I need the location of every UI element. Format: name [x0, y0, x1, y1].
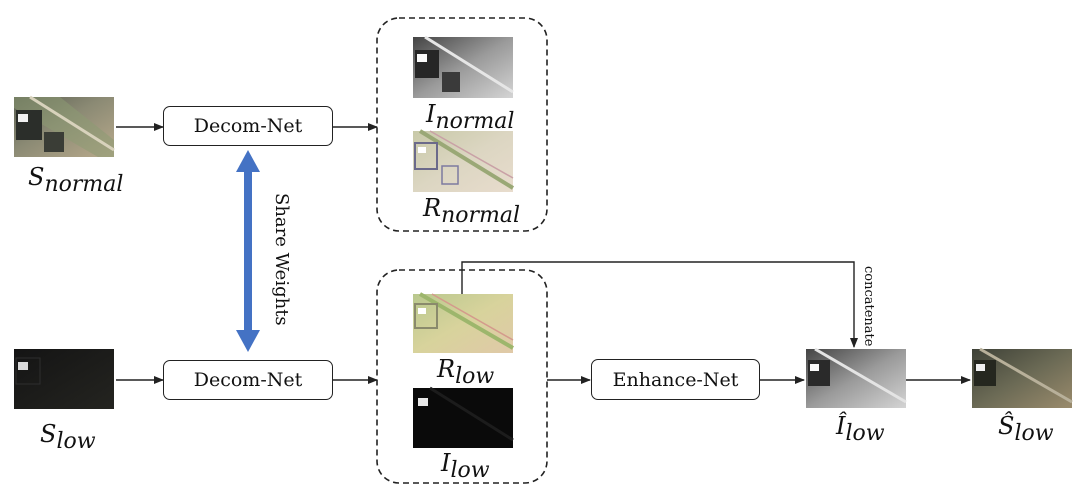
- thumb-s-hat-low: [972, 347, 1073, 408]
- thumb-s-normal: [14, 95, 115, 157]
- concatenate-connector: [461, 261, 858, 348]
- thumb-i-normal: [413, 35, 514, 98]
- thumb-i-hat-low: [806, 347, 907, 408]
- concatenate-label: concatenate: [861, 266, 876, 347]
- label-s-hat-low: Ŝlow: [998, 412, 1054, 446]
- share-weights-arrow: [236, 150, 260, 352]
- label-i-hat-low: Îlow: [836, 412, 885, 446]
- label-s-low: Slow: [40, 420, 96, 454]
- thumb-s-low: [14, 349, 114, 409]
- label-i-low: Ilow: [441, 449, 490, 483]
- enhance-net: Enhance-Net: [591, 359, 760, 400]
- share-weights-label: Share Weights: [271, 193, 292, 326]
- label-r-low: Rlow: [437, 355, 495, 389]
- thumb-r-low: [413, 292, 515, 353]
- thumb-i-low: [413, 386, 514, 448]
- thumb-r-normal: [413, 129, 515, 192]
- label-i-normal: Inormal: [426, 100, 515, 134]
- decom-net-bottom: Decom-Net: [163, 360, 333, 400]
- normal-decomposition-group: [376, 17, 548, 232]
- label-s-normal: Snormal: [28, 163, 124, 197]
- decom-net-top: Decom-Net: [163, 106, 333, 146]
- label-r-normal: Rnormal: [423, 194, 521, 228]
